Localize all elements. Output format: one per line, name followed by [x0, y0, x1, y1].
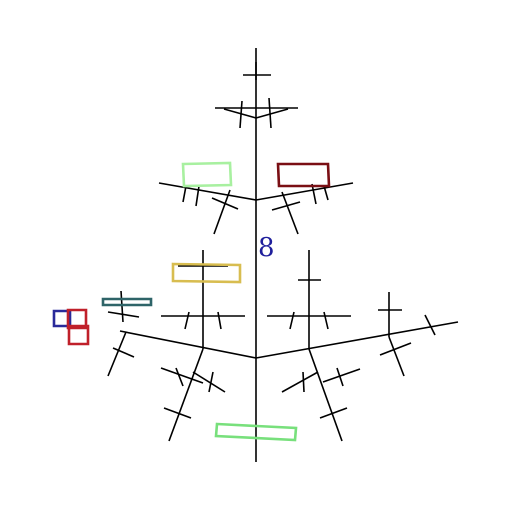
tree-branch-43	[322, 368, 361, 383]
node-label: 8	[258, 233, 275, 263]
tree-branch-14	[281, 191, 299, 235]
tree-branch-27	[217, 311, 222, 330]
tree-branch-19	[255, 321, 459, 359]
tree-branch-17	[323, 185, 329, 201]
tree-branch-33	[208, 371, 214, 393]
tree-branch-6	[223, 108, 257, 119]
tree-branch-26	[184, 311, 190, 330]
tree-branch-49	[379, 342, 412, 356]
tree-branch-13	[182, 185, 187, 203]
tree-branch-11	[211, 197, 239, 210]
tree-branch-41	[281, 371, 319, 393]
tree-branch-5	[268, 97, 272, 129]
tree-branch-40	[308, 348, 343, 442]
dark-red-box	[276, 162, 331, 188]
tree-branch-20	[120, 290, 124, 323]
gold-box	[171, 262, 242, 284]
green-box	[214, 422, 298, 442]
tree-branch-39	[323, 311, 329, 330]
red-box-lower	[67, 324, 90, 346]
tree-branch-23	[112, 347, 135, 358]
tree-branch-15	[271, 201, 301, 211]
tree-branch-50	[424, 314, 436, 336]
tree-branch-48	[388, 336, 405, 377]
tree-branch-22	[107, 331, 127, 377]
light-green-box	[181, 161, 233, 188]
tree-branch-45	[319, 407, 348, 419]
tree-branch-30	[160, 367, 204, 384]
tree-branch-10	[213, 189, 231, 235]
tree-branch-16	[311, 183, 317, 205]
tree-branch-9	[255, 182, 354, 201]
tree-branch-21	[107, 311, 140, 318]
teal-box	[101, 297, 153, 307]
red-box-upper	[66, 308, 88, 330]
tree-branch-32	[192, 371, 226, 393]
tree-branch-38	[289, 311, 295, 330]
tree-branch-12	[195, 185, 200, 207]
tree-branch-18	[119, 330, 257, 359]
tree-branch-44	[336, 367, 344, 387]
tree-branch-29	[168, 348, 204, 442]
tree-branch-42	[302, 371, 305, 393]
tree-branch-7	[255, 108, 289, 119]
highlight-boxes	[52, 161, 331, 442]
fractal-tree	[107, 48, 459, 462]
tree-branch-31	[175, 367, 184, 387]
tree-branch-8	[158, 182, 257, 201]
tree-branch-34	[163, 407, 192, 419]
